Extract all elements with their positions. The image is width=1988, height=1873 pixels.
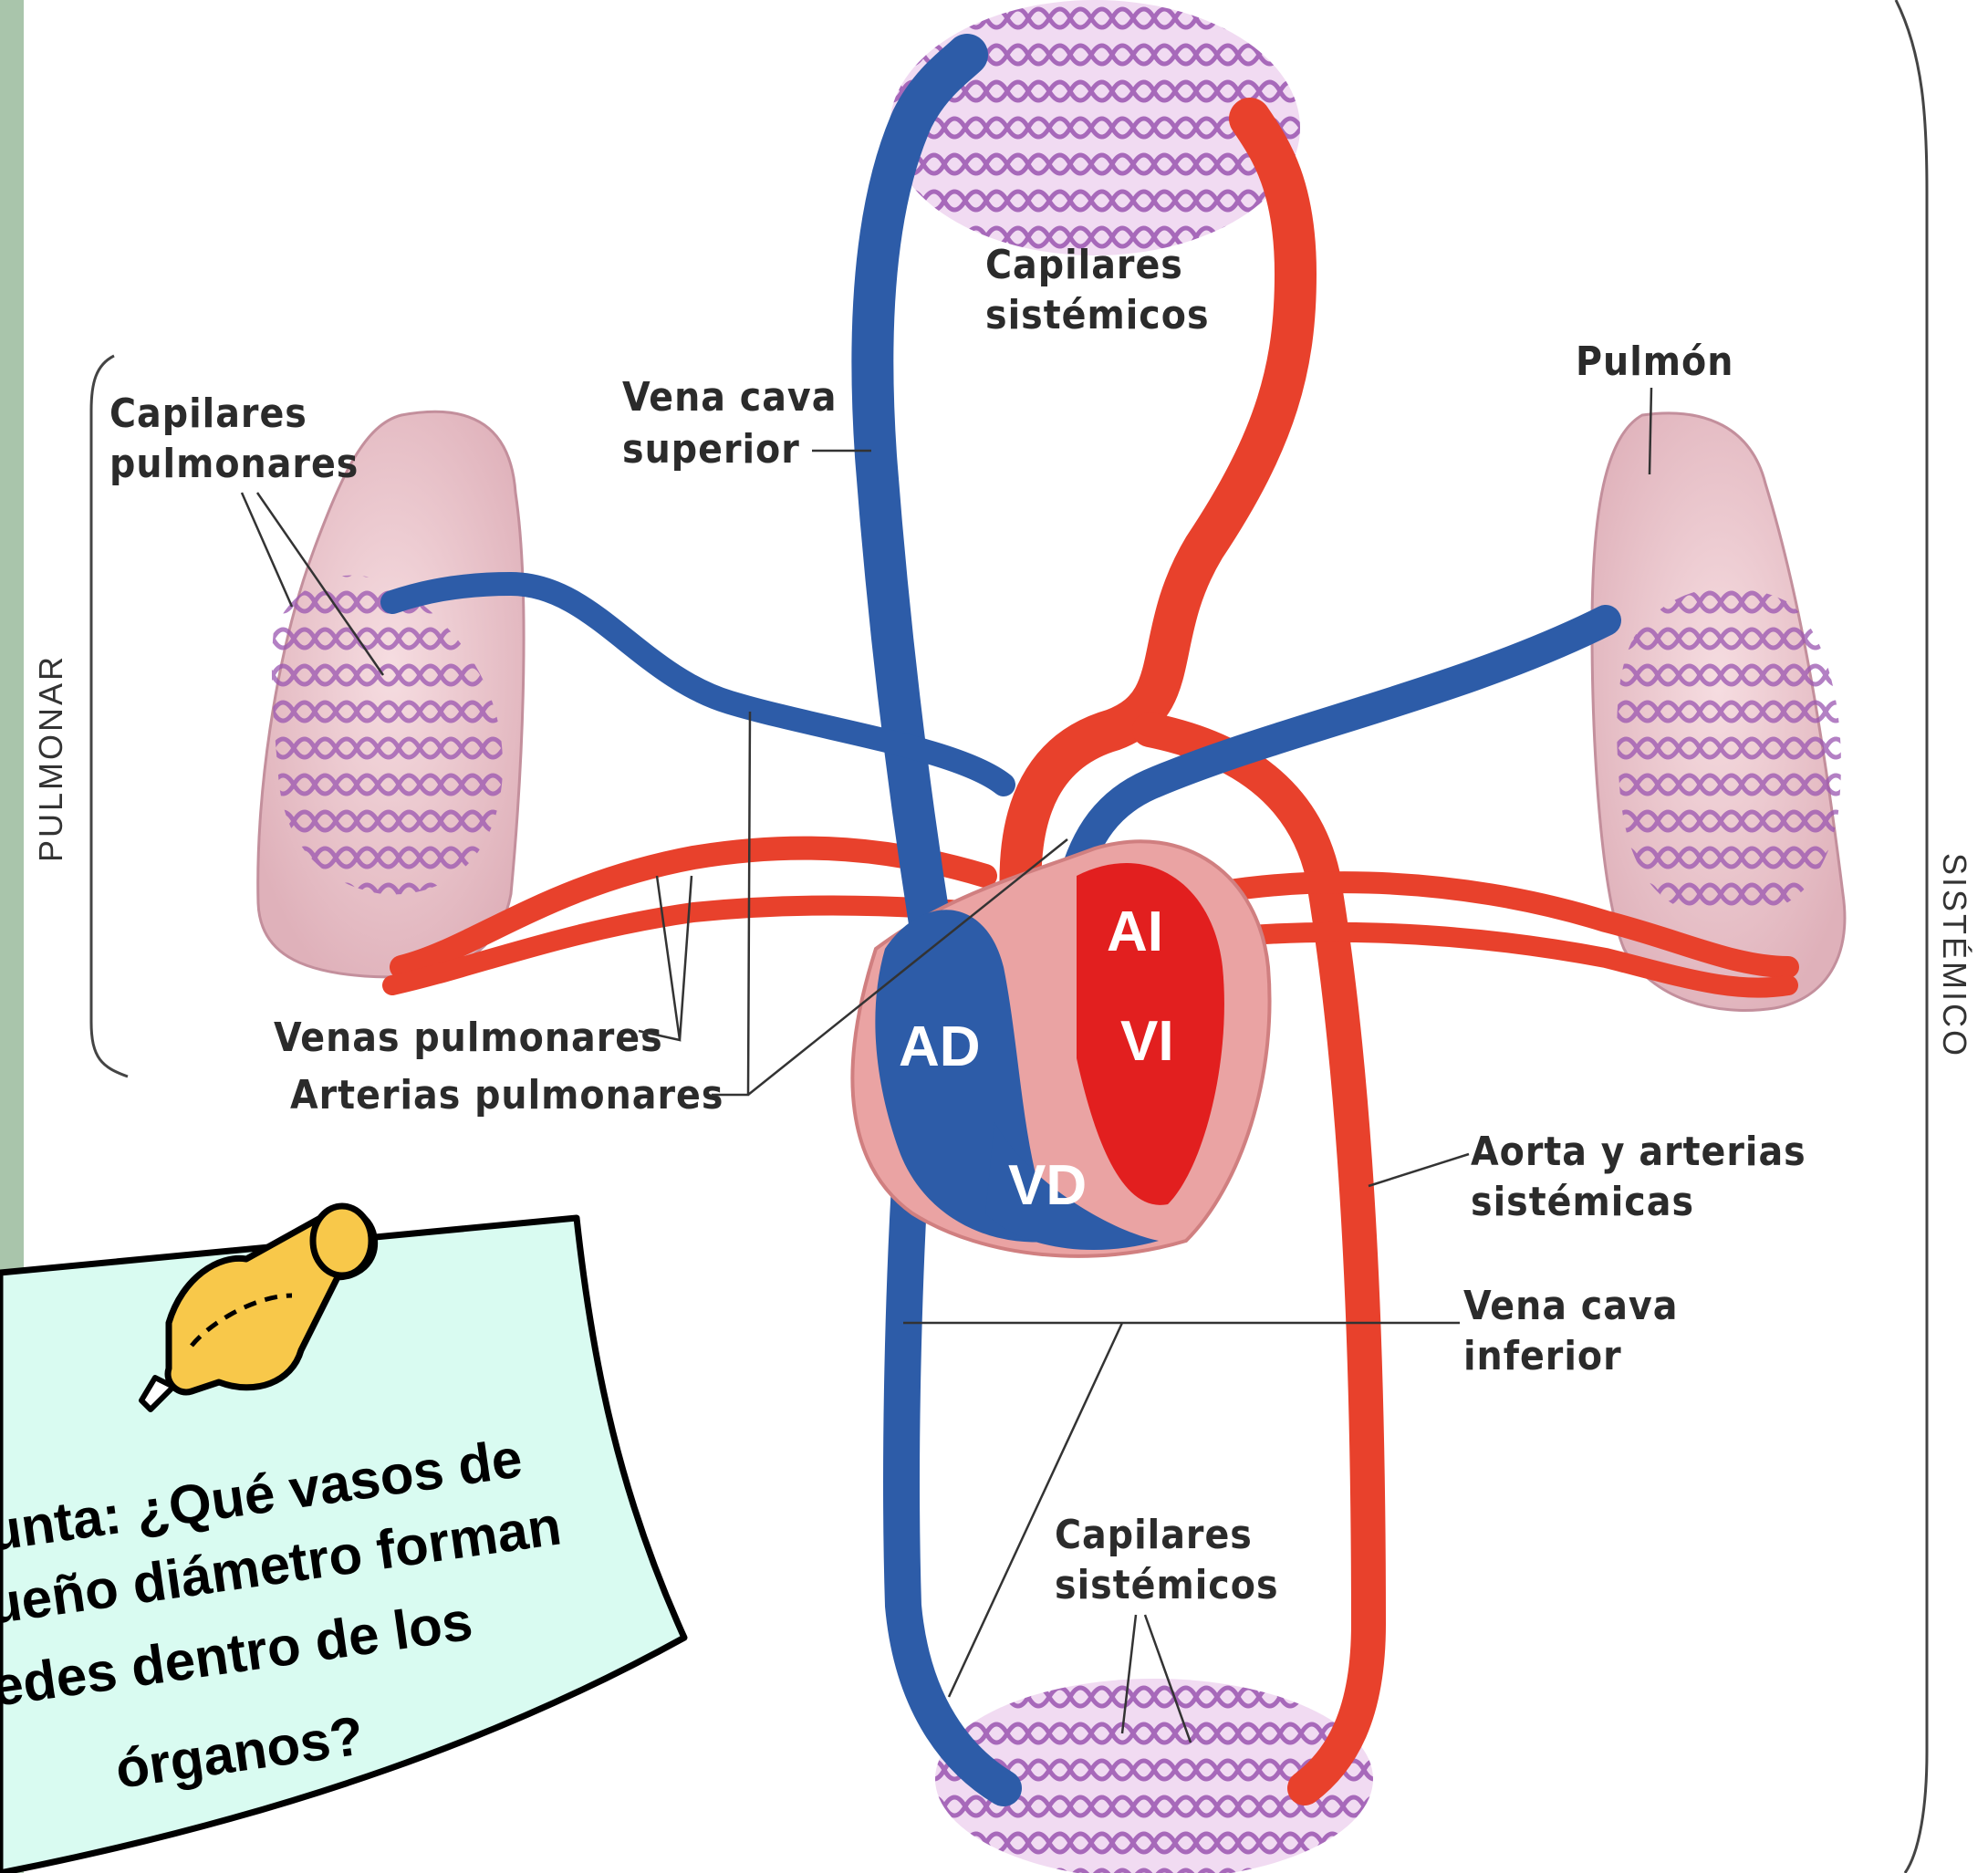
chamber-ad-label: AD — [899, 1015, 981, 1078]
chamber-vi-label: VI — [1120, 1010, 1174, 1073]
chamber-vd-label: VD — [1008, 1154, 1087, 1217]
label-aorta-1: Aorta y arterias — [1471, 1129, 1806, 1175]
label-arterias-pulmonares: Arterias pulmonares — [290, 1072, 723, 1119]
chamber-ai-label: AI — [1107, 900, 1163, 963]
label-pulmon: Pulmón — [1576, 338, 1733, 385]
label-capilares-sistemicos-bottom-1: Capilares — [1055, 1512, 1253, 1558]
side-label-pulmonar: PULMONAR — [32, 654, 69, 862]
label-vena-cava-inferior-2: inferior — [1463, 1333, 1622, 1379]
label-venas-pulmonares: Venas pulmonares — [274, 1015, 663, 1061]
label-vena-cava-superior-2: superior — [622, 426, 800, 473]
label-capilares-pulmonares-2: pulmonares — [109, 441, 359, 487]
label-capilares-sistemicos-top-2: sistémicos — [985, 292, 1210, 338]
label-vena-cava-superior-1: Vena cava — [622, 374, 837, 421]
label-capilares-sistemicos-top-1: Capilares — [985, 242, 1183, 288]
left-lung — [258, 411, 524, 977]
question-note: unta: ¿Qué vasos de ueño diámetro forman… — [0, 1218, 684, 1873]
label-capilares-sistemicos-bottom-2: sistémicos — [1055, 1562, 1279, 1608]
sistemico-bracket — [1896, 0, 1927, 1873]
label-capilares-pulmonares-1: Capilares — [109, 390, 307, 437]
label-vena-cava-inferior-1: Vena cava — [1463, 1283, 1678, 1329]
label-aorta-2: sistémicas — [1471, 1179, 1694, 1225]
side-label-sistemico: SISTÉMICO — [1936, 853, 1973, 1058]
right-lung-capillaries — [1617, 588, 1841, 918]
